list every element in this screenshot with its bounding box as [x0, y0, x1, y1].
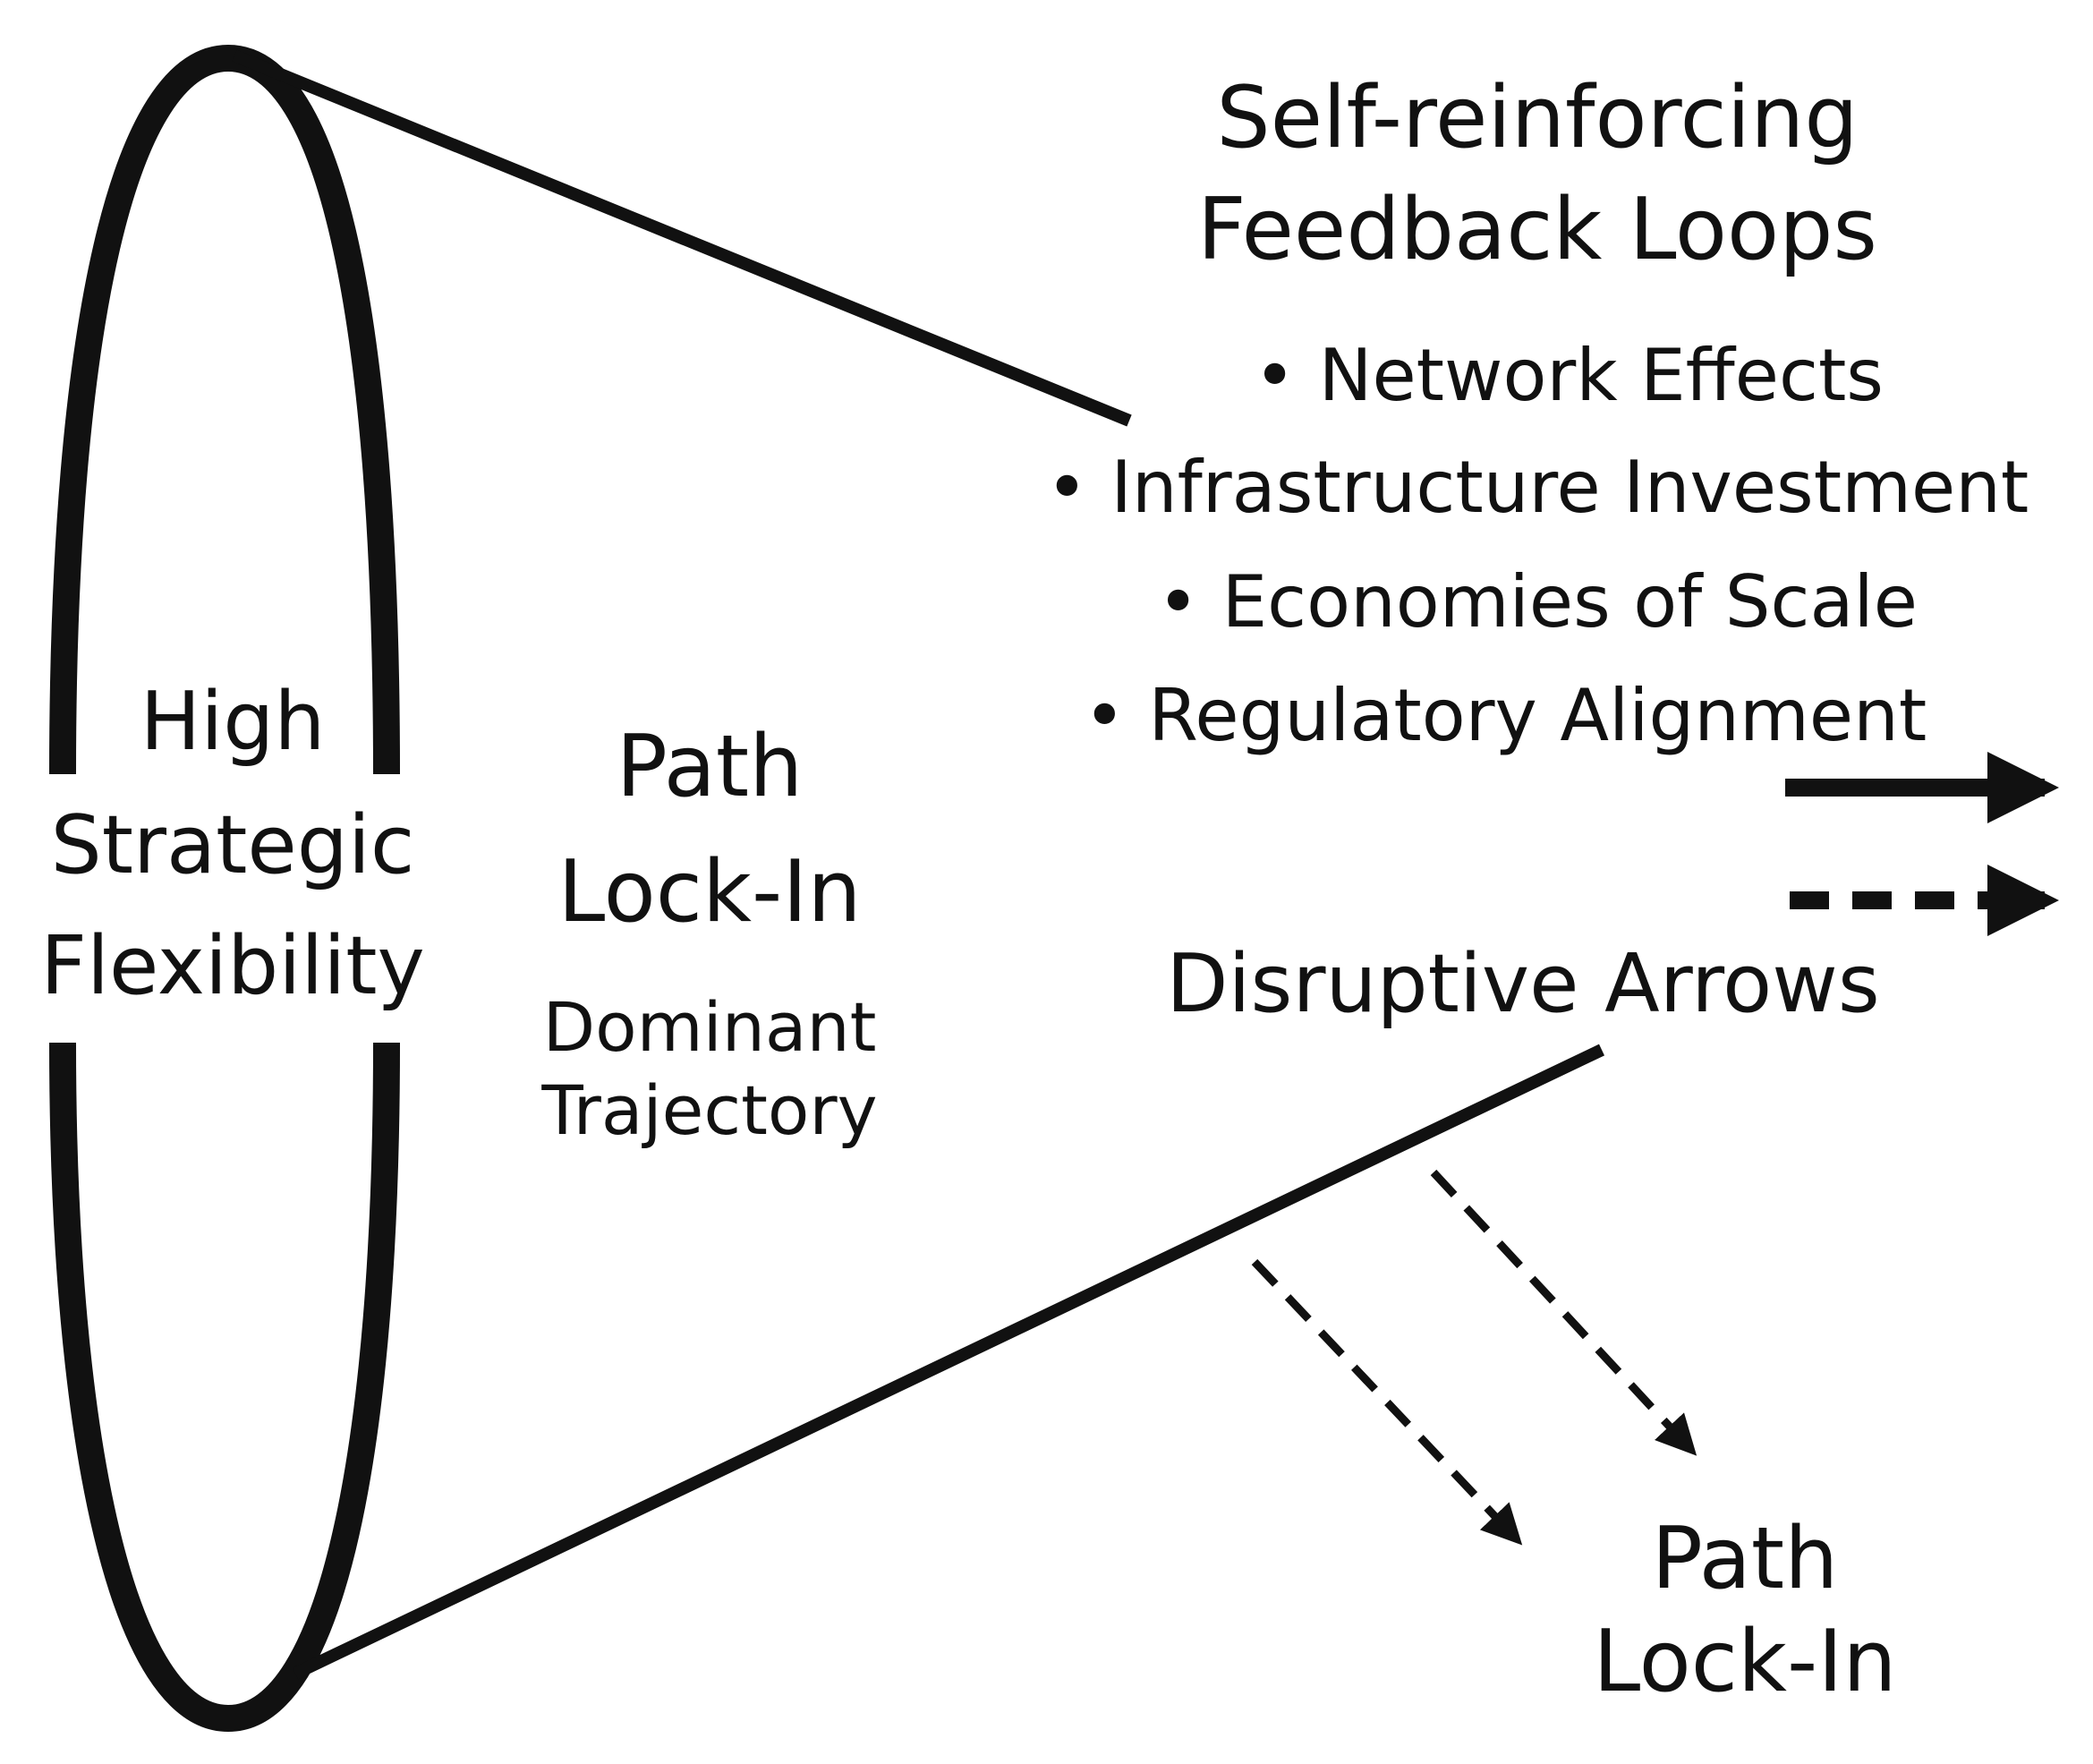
feedback-title-line1: Self-reinforcing: [1216, 69, 1859, 167]
funnel-bottom-edge: [292, 1044, 1605, 1680]
funnel-top-edge: [232, 49, 1132, 427]
dominant-trajectory-line1: Dominant: [542, 987, 877, 1067]
disruptive-arrow-left: [1251, 1258, 1523, 1546]
flexibility-label-line2: Strategic: [50, 798, 415, 892]
feedback-item: • Economies of Scale: [1157, 560, 1918, 643]
flexibility-label-line1: High: [140, 675, 326, 769]
feedback-item: • Network Effects: [1254, 334, 1884, 417]
center-lock-in-line2: Lock-In: [557, 843, 862, 942]
center-lock-in-line1: Path: [616, 718, 804, 816]
bottom-lock-in-line1: Path: [1651, 1510, 1839, 1608]
disruptive-arrows-label: Disruptive Arrows: [1166, 937, 1880, 1031]
funnel-mouth-ellipse-upper: [49, 44, 400, 775]
flexibility-label-line3: Flexibility: [40, 919, 425, 1013]
feedback-title-line2: Feedback Loops: [1197, 181, 1877, 279]
funnel-mouth-ellipse-lower: [49, 1042, 400, 1733]
dominant-trajectory-line2: Trajectory: [541, 1070, 878, 1150]
disruptive-arrow-right: [1430, 1169, 1697, 1456]
bottom-lock-in-line2: Lock-In: [1593, 1613, 1897, 1711]
feedback-item: • Infrastructure Investment: [1045, 446, 2029, 529]
feedback-item: • Regulatory Alignment: [1083, 674, 1927, 757]
